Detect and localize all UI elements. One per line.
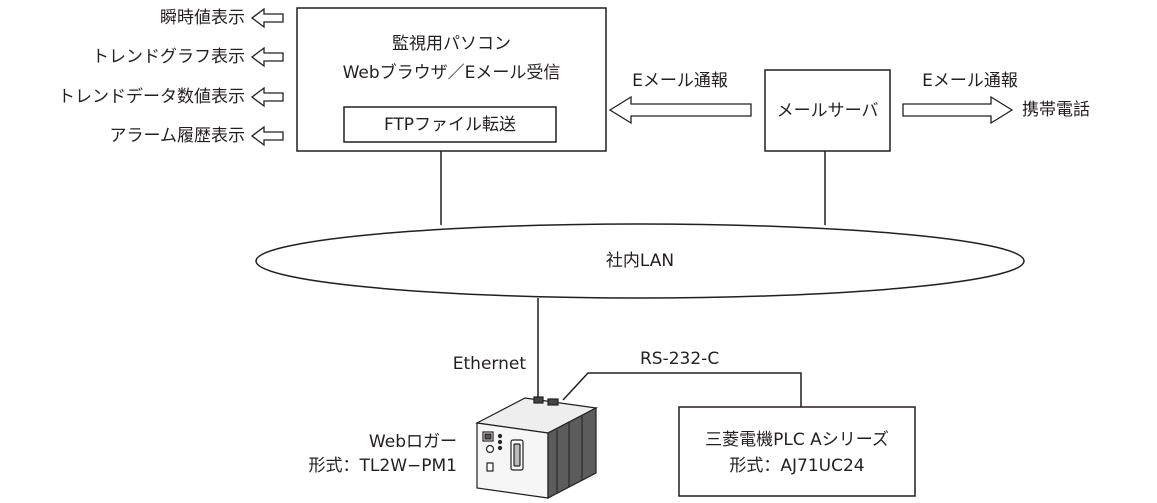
output-instant-value: 瞬時値表示 [160, 8, 245, 28]
rs232c-label: RS-232-C [640, 349, 720, 369]
lan-ellipse [255, 223, 1025, 299]
lan-label: 社内LAN [605, 251, 675, 271]
web-logger-device [475, 396, 598, 499]
mail-server-label: メールサーバ [776, 101, 879, 121]
web-logger-name: Webロガー [368, 432, 457, 452]
plc-name: 三菱電機PLC Aシリーズ [705, 430, 889, 450]
email-notify-left-label: Eメール通報 [632, 71, 728, 91]
output-trend-graph: トレンドグラフ表示 [92, 47, 245, 67]
ethernet-label: Ethernet [452, 354, 526, 374]
web-logger-model: 形式：TL2W−PM1 [308, 456, 457, 476]
plc-box [678, 406, 916, 497]
email-arrow-to-mobile [902, 95, 1014, 125]
mobile-label: 携帯電話 [1022, 100, 1090, 120]
arrow-left-2 [250, 46, 284, 68]
pc-subtitle: Webブラウザ／Eメール受信 [342, 63, 561, 83]
pc-box [296, 7, 607, 152]
output-trend-data-numeric: トレンドデータ数値表示 [58, 87, 245, 107]
rs232c-cable [562, 372, 802, 407]
mail-server-box [764, 69, 891, 152]
email-arrow-to-pc [608, 95, 752, 125]
ftp-label: FTPファイル転送 [383, 115, 517, 135]
pc-title: 監視用パソコン [392, 34, 511, 54]
arrow-left-1 [250, 7, 284, 29]
email-notify-right-label: Eメール通報 [922, 71, 1018, 91]
ftp-box [343, 106, 557, 143]
arrow-left-4 [250, 125, 284, 147]
plc-model: 形式：AJ71UC24 [729, 456, 865, 476]
arrow-left-3 [250, 86, 284, 108]
output-alarm-history: アラーム履歴表示 [109, 126, 246, 146]
